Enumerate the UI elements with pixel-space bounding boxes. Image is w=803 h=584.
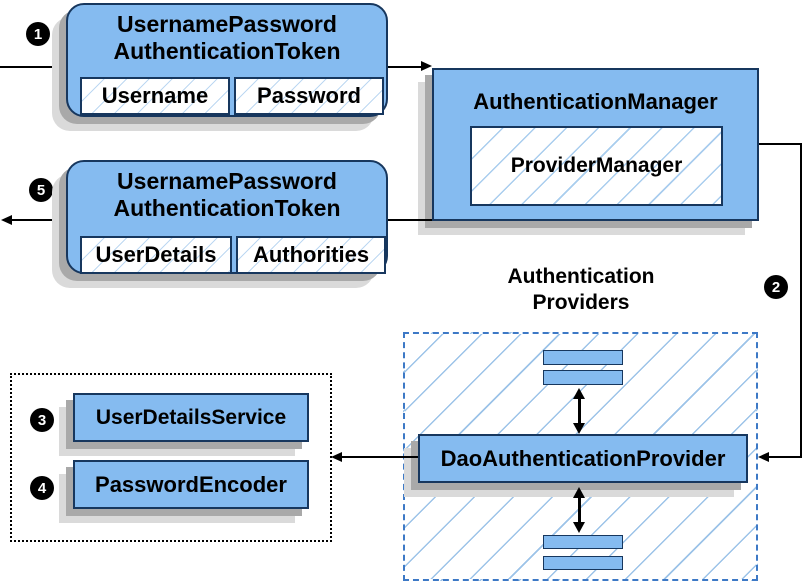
manager-to-response-line	[388, 219, 432, 221]
provider-in-line	[769, 456, 802, 458]
username-field-box: Username	[80, 77, 230, 115]
step-2-badge: 2	[764, 275, 788, 299]
provider-stack-bar	[543, 350, 623, 365]
response-token-title-line2: AuthenticationToken	[113, 195, 341, 221]
manager-out-line	[759, 143, 802, 145]
providers-heading-line2: Providers	[532, 291, 630, 314]
provider-manager-box: ProviderManager	[470, 126, 723, 206]
response-token-title-line1: UsernamePassword	[117, 168, 337, 194]
down-arrowhead-icon	[573, 423, 585, 434]
authentication-manager-label: AuthenticationManager	[473, 89, 718, 114]
step-3-badge: 3	[30, 408, 54, 432]
up-arrowhead-icon	[573, 388, 585, 399]
dao-to-services-arrowhead-icon	[331, 452, 342, 462]
response-token-box: UsernamePassword AuthenticationToken Use…	[66, 160, 388, 274]
provider-link-line	[578, 496, 581, 526]
request-token-title-line1: UsernamePassword	[117, 11, 337, 37]
provider-stack-bar	[543, 556, 623, 570]
down-arrowhead-icon	[573, 522, 585, 533]
user-details-service-box: UserDetailsService	[73, 393, 309, 442]
outgoing-response-arrowhead-icon	[1, 215, 12, 225]
step-5-badge: 5	[29, 178, 53, 202]
provider-in-arrowhead-icon	[758, 452, 769, 462]
provider-stack-bar	[543, 535, 623, 549]
request-to-manager-line	[388, 66, 421, 68]
up-arrowhead-icon	[573, 487, 585, 498]
provider-link-line	[578, 397, 581, 427]
step-1-badge: 1	[26, 22, 50, 46]
manager-to-provider-vertical-line	[800, 143, 802, 458]
request-token-title-line2: AuthenticationToken	[113, 38, 341, 64]
dao-to-services-line	[340, 456, 418, 458]
request-token-box: UsernamePassword AuthenticationToken Use…	[66, 3, 388, 117]
password-encoder-box: PasswordEncoder	[73, 460, 309, 509]
dao-authentication-provider-box: DaoAuthenticationProvider	[418, 434, 748, 483]
authentication-manager-box: AuthenticationManager ProviderManager	[432, 68, 759, 221]
incoming-request-line	[0, 66, 66, 68]
step-4-badge: 4	[30, 476, 54, 500]
request-to-manager-arrowhead-icon	[421, 61, 432, 71]
password-field-box: Password	[234, 77, 384, 115]
userdetails-field-box: UserDetails	[80, 236, 232, 274]
providers-heading: Authentication Providers	[456, 264, 706, 316]
providers-heading-line1: Authentication	[507, 265, 655, 288]
outgoing-response-line	[11, 219, 66, 221]
authorities-field-box: Authorities	[236, 236, 386, 274]
provider-stack-bar	[543, 370, 623, 385]
